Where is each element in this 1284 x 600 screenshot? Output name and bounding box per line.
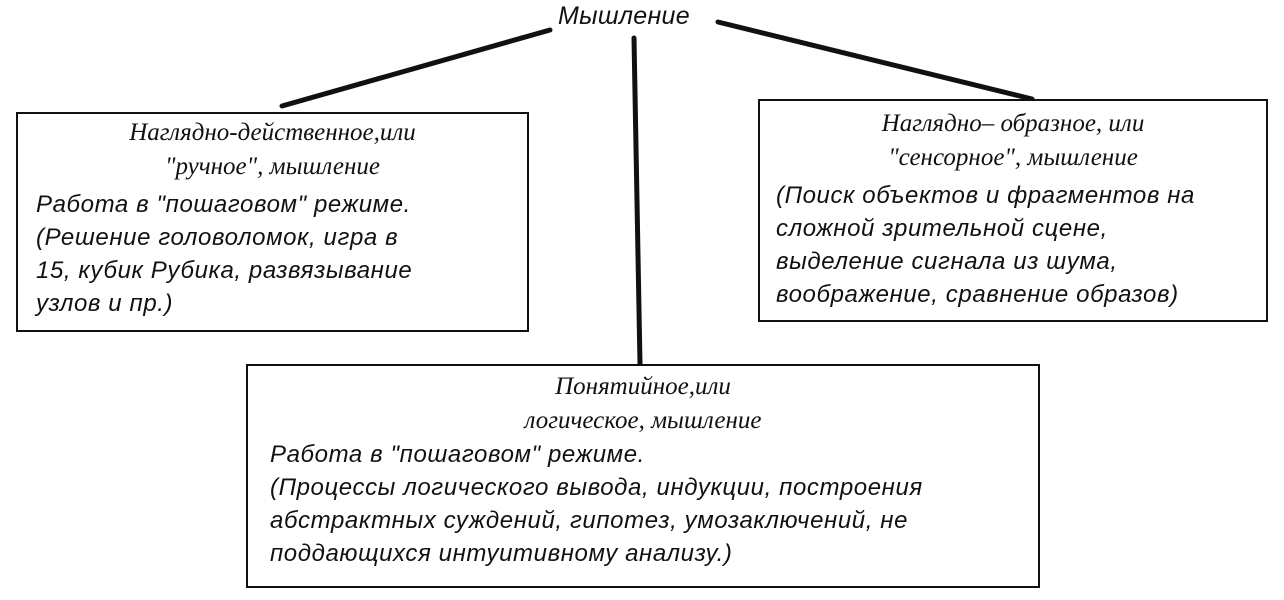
title-line: Наглядно– образное, или [881,110,1145,137]
body-line: поддающихся интуитивному анализу.) [270,540,733,567]
root-node-thinking: Мышление [558,2,690,30]
box-description: Работа в "пошаговом" режиме. (Процессы л… [248,438,1038,570]
body-line: (Процессы логического вывода, индукции, … [270,474,923,501]
body-line: Работа в "пошаговом" режиме. [36,191,411,218]
body-line: сложной зрительной сцене, [776,215,1108,242]
body-line: Работа в "пошаговом" режиме. [270,441,645,468]
title-line: "сенсорное", мышление [888,144,1138,171]
title-line: Понятийное,или [555,373,731,400]
title-line: логическое, мышление [524,407,762,434]
title-line: Наглядно-действенное,или [129,119,416,146]
connector-root-bottom [631,35,643,367]
body-line: абстрактных суждений, гипотез, умозаключ… [270,507,909,534]
body-line: узлов и пр.) [36,290,174,317]
box-title: Понятийное,или логическое, мышление [248,370,1038,438]
body-line: выделение сигнала из шума, [776,248,1118,275]
box-visual-action-thinking: Наглядно-действенное,или "ручное", мышле… [16,112,529,332]
box-description: Работа в "пошаговом" режиме. (Решение го… [18,188,527,320]
box-visual-figurative-thinking: Наглядно– образное, или "сенсорное", мыш… [758,99,1268,322]
box-description: (Поиск объектов и фрагментов на сложной … [760,179,1266,311]
box-conceptual-thinking: Понятийное,или логическое, мышление Рабо… [246,364,1040,588]
box-title: Наглядно– образное, или "сенсорное", мыш… [760,107,1266,175]
connector-root-right [715,19,1035,102]
box-title: Наглядно-действенное,или "ручное", мышле… [18,116,527,184]
body-line: 15, кубик Рубика, развязывание [36,257,413,284]
body-line: (Решение головоломок, игра в [36,224,399,251]
connector-root-left [279,27,553,109]
title-line: "ручное", мышление [164,153,381,180]
body-line: (Поиск объектов и фрагментов на [776,182,1196,209]
body-line: воображение, сравнение образов) [776,281,1179,308]
